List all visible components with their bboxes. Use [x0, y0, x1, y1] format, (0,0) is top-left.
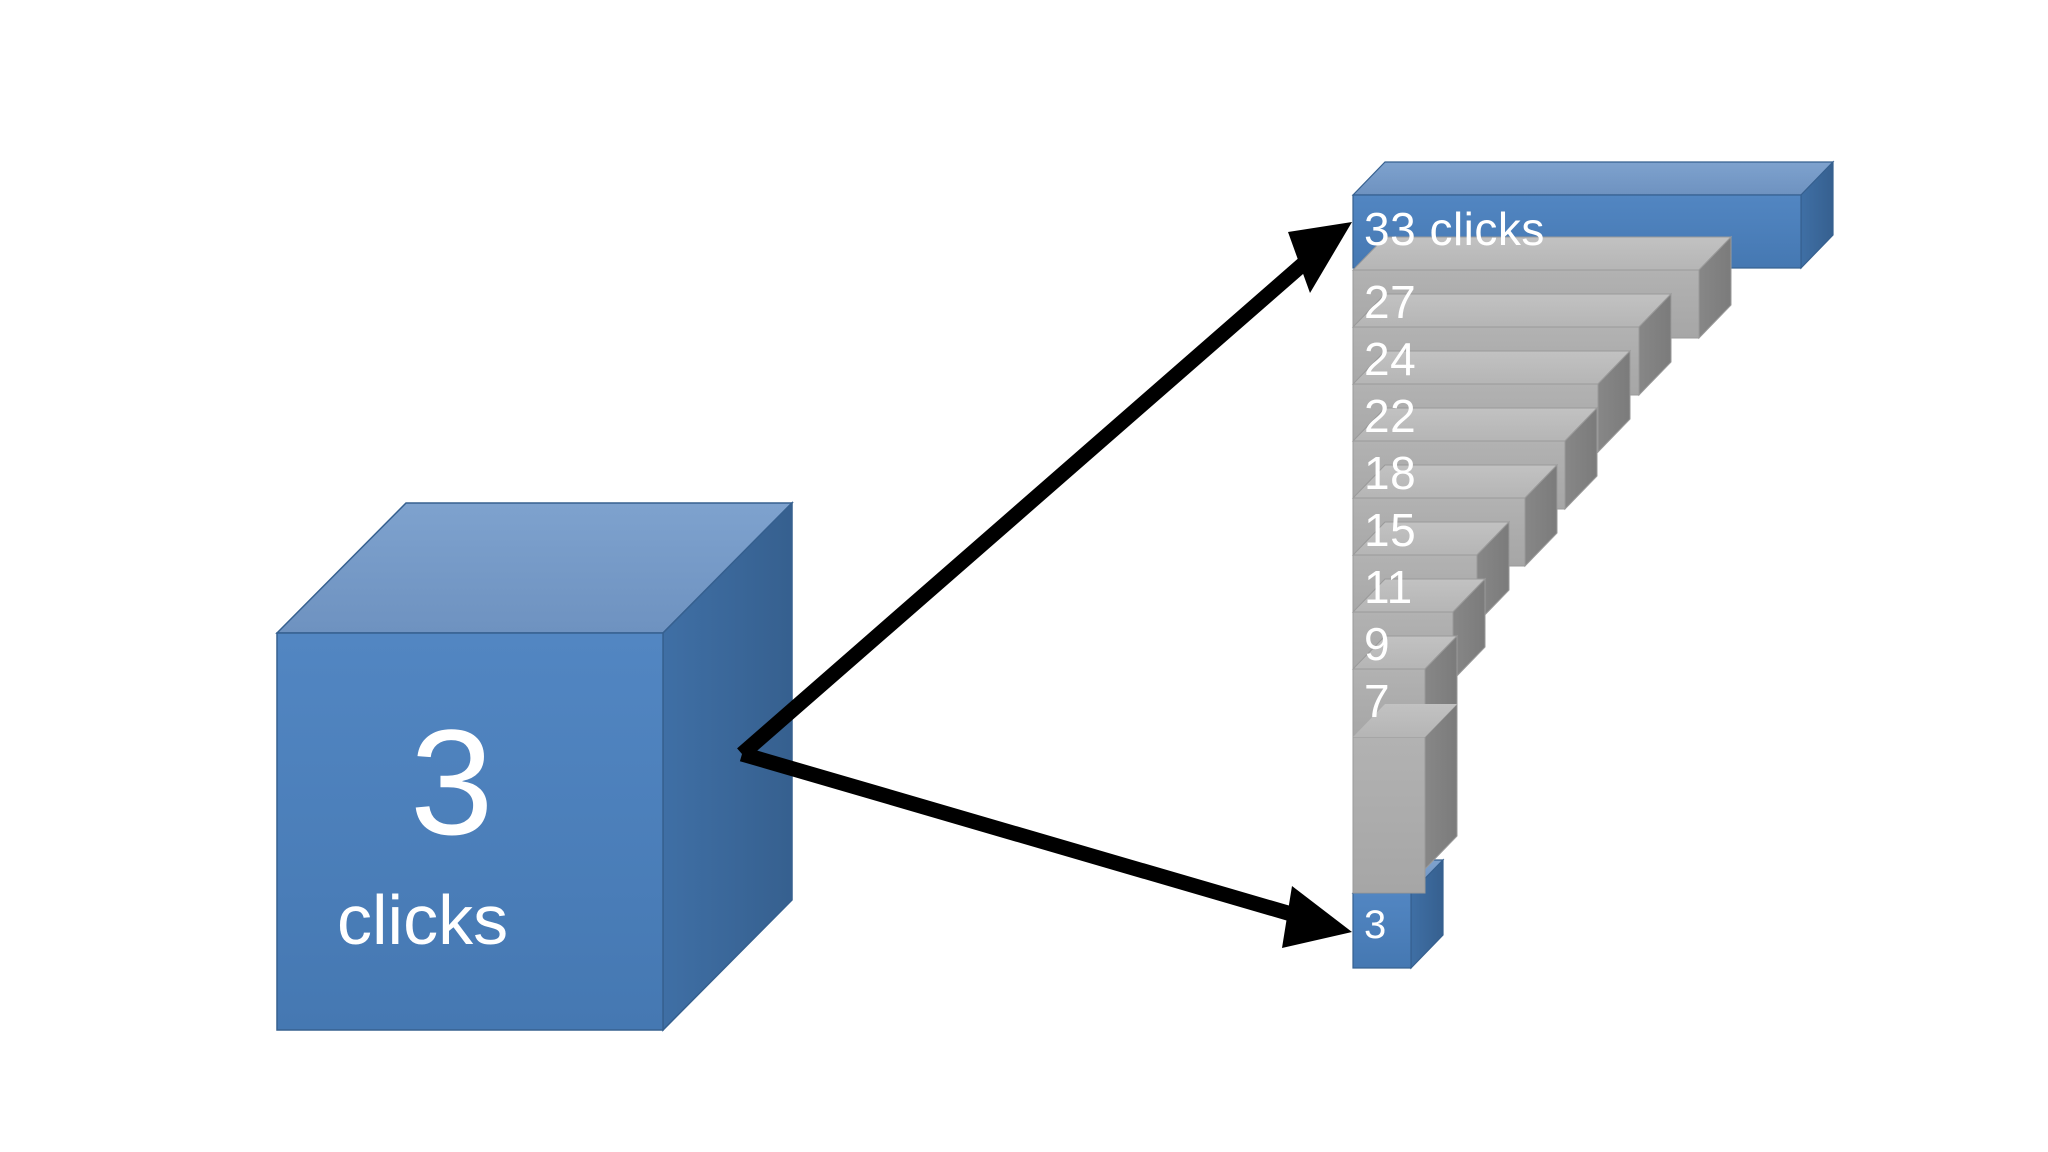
- bar-front-face: [1352, 892, 1412, 969]
- bar-top-face: [1351, 464, 1559, 499]
- bar-top-face: [1351, 161, 1835, 196]
- three-clicks-cube[interactable]: [275, 501, 794, 1032]
- bar-top-face: [1351, 236, 1733, 271]
- bar-top-face-notch: [1353, 704, 1457, 737]
- bar-front-face-lower: [1352, 736, 1426, 894]
- arrow-to-min-bar: [739, 746, 1352, 948]
- bar-top-face: [1351, 407, 1599, 442]
- bar-chart-3d: [1351, 160, 1835, 970]
- bar-row-7-extension: [1352, 702, 1458, 894]
- cube-front-face: [276, 632, 664, 1031]
- bar-top-face: [1351, 350, 1632, 385]
- arrow-group: [737, 222, 1352, 948]
- bar-top-face: [1351, 293, 1673, 328]
- arrow-to-max-bar: [737, 222, 1352, 760]
